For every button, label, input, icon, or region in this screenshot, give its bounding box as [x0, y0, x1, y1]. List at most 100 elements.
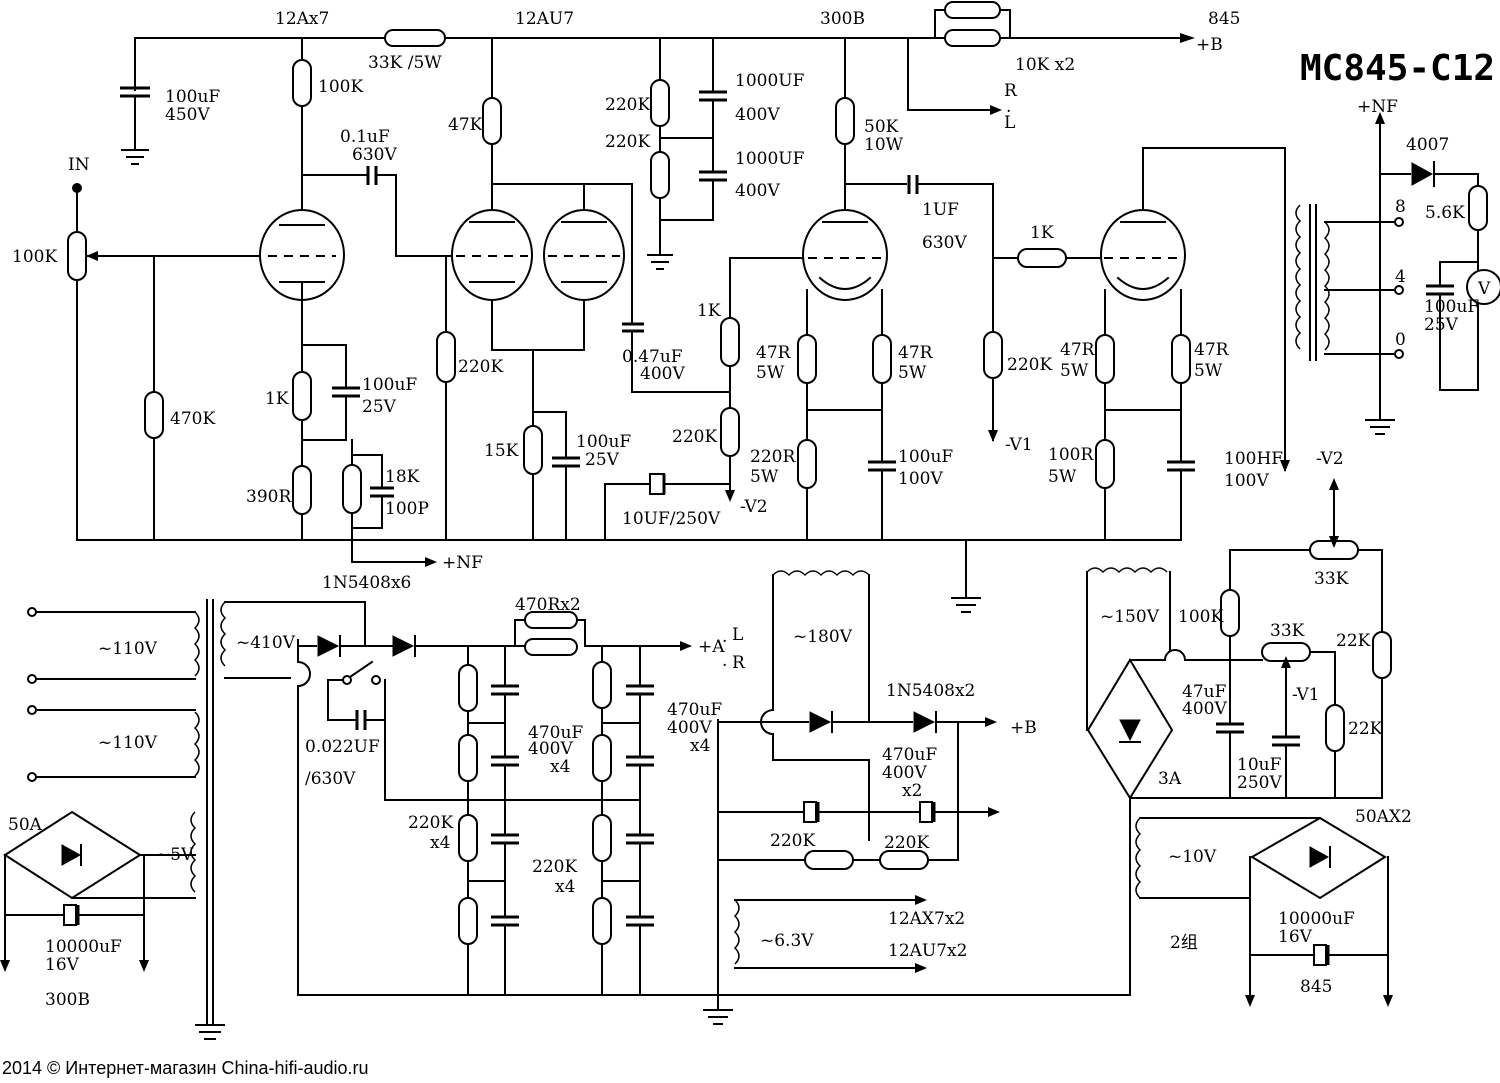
label-25v-c: 25V: [362, 397, 397, 417]
label-100k-b: 100K: [1178, 607, 1223, 627]
label-0022uf: 0.022UF: [305, 737, 380, 757]
label-400v-b: 400V: [735, 181, 780, 201]
label-pot-100k: 100K: [12, 247, 57, 267]
label-630v-c: /630V: [305, 769, 356, 789]
label-100r: 100R: [1048, 445, 1094, 465]
label-12ax7x2: 12AX7x2: [888, 909, 965, 929]
label-220k-e: 220K: [770, 831, 815, 851]
label-22k-b: 22K: [1348, 719, 1383, 739]
label-meter-v: V: [1477, 279, 1491, 299]
label-neg-v2-b: -V2: [1316, 449, 1344, 469]
label-100uf: 100uF: [165, 87, 220, 107]
label-nf-out: +NF: [442, 553, 483, 573]
label-nf-plus: +NF: [1357, 97, 1398, 117]
label-x4-r-a: x4: [430, 833, 450, 853]
label-x4-r-b: x4: [555, 877, 575, 897]
label-tap-8: 8: [1395, 197, 1406, 217]
label-300b-heater: 300B: [45, 990, 90, 1010]
label-110v-a: ~110V: [98, 639, 158, 659]
label-out-l2: L: [732, 625, 743, 645]
label-470k: 470K: [170, 409, 215, 429]
label-470uf-a: 470uF: [528, 723, 583, 743]
label-845-heater: 845: [1300, 977, 1332, 997]
driver-stage: [436, 79, 806, 541]
label-out-l: L: [1004, 113, 1015, 133]
label-100uf-meter: 100uF: [1424, 297, 1479, 317]
label-400v-c: 400V: [640, 364, 685, 384]
label-out-r2: R: [732, 653, 746, 673]
300b-filament-supply: [0, 810, 149, 972]
label-plus-b: +B: [1196, 35, 1223, 55]
label-400v-i: 400V: [882, 763, 927, 783]
label-1n5408x2: 1N5408x2: [886, 681, 975, 701]
label-220k-b: 220K: [605, 132, 650, 152]
label-100uf-d: 100uF: [576, 432, 631, 452]
label-3a: 3A: [1158, 769, 1182, 789]
label-845: 845: [1208, 9, 1240, 29]
label-47r-c: 47R: [1060, 340, 1096, 360]
label-x2: x2: [902, 781, 922, 801]
label-x4-a: x4: [550, 757, 570, 777]
label-220k-f: 220K: [884, 833, 929, 853]
label-plus-b2: +B: [1010, 718, 1037, 738]
label-dot-b: .: [722, 651, 727, 671]
label-5v: ~5V: [156, 845, 194, 865]
label-220k-845: 220K: [1007, 355, 1052, 375]
label-47k: 47K: [448, 115, 483, 135]
300b-stage: [797, 97, 1101, 541]
label-47r-b: 47R: [898, 343, 934, 363]
label-1000uf-a: 1000UF: [735, 71, 805, 91]
label-1k-cath: 1K: [265, 389, 289, 409]
label-400v-j: 400V: [1182, 699, 1227, 719]
labels: MC845-C12 12Ax7 12AU7 300B 845 33K /5W 1…: [2, 9, 1495, 1078]
label-220k-d: 220K: [532, 857, 577, 877]
label-18k: 18K: [385, 467, 420, 487]
label-dot-a: .: [722, 627, 727, 647]
label-47r-a: 47R: [756, 343, 792, 363]
label-110v-b: ~110V: [98, 733, 158, 753]
label-qty-2: 2组: [1170, 933, 1198, 953]
label-300b: 300B: [820, 9, 865, 29]
label-x4-b: x4: [690, 736, 710, 756]
label-10v: ~10V: [1168, 847, 1217, 867]
bias-supply: [1086, 478, 1392, 996]
label-400v-h: 400V: [667, 718, 712, 738]
label-10uf-b: 10uF: [1237, 755, 1282, 775]
output-transformer: [1295, 112, 1500, 435]
label-63v: ~6.3V: [760, 931, 814, 951]
label-dot: .: [1006, 97, 1011, 117]
label-1000uf-b: 1000UF: [735, 149, 805, 169]
schematic-title: MC845-C12: [1300, 48, 1495, 89]
label-400v-a: 400V: [735, 105, 780, 125]
label-470uf-b: 470uF: [667, 700, 722, 720]
footer-copyright: 2014 © Интернет-магазин China-hifi-audio…: [2, 1058, 369, 1078]
label-5w-d: 5W: [1060, 361, 1089, 381]
label-4007: 4007: [1406, 135, 1449, 155]
power-transformer: [27, 599, 366, 1040]
label-33k-5w: 33K /5W: [368, 53, 442, 73]
label-33k-b: 33K: [1270, 621, 1305, 641]
label-100p: 100P: [385, 499, 429, 519]
label-33k-a: 33K: [1314, 569, 1349, 589]
hv-supply-a: [297, 611, 692, 996]
label-100v-e: 100V: [898, 469, 943, 489]
label-10w: 10W: [864, 135, 904, 155]
label-plus-a: +A: [698, 637, 725, 657]
label-10000uf-a: 10000uF: [45, 937, 122, 957]
845-stage: [1095, 147, 1290, 541]
ground-return: [297, 719, 1131, 1025]
label-56k: 5.6K: [1425, 203, 1465, 223]
ground-rail: [76, 539, 1182, 613]
label-01uf: 0.1uF: [340, 127, 390, 147]
label-47r-d: 47R: [1194, 340, 1230, 360]
label-5w-e: 5W: [1194, 361, 1223, 381]
label-neg-v1-b: -V1: [1292, 685, 1320, 705]
label-15k: 15K: [484, 441, 519, 461]
label-100hf: 100HF: [1224, 449, 1283, 469]
hv-supply-b: [717, 570, 1000, 870]
label-1n5408x6: 1N5408x6: [322, 573, 411, 593]
label-25v-d: 25V: [585, 450, 620, 470]
label-400v-g: 400V: [528, 739, 573, 759]
label-50k: 50K: [864, 117, 899, 137]
